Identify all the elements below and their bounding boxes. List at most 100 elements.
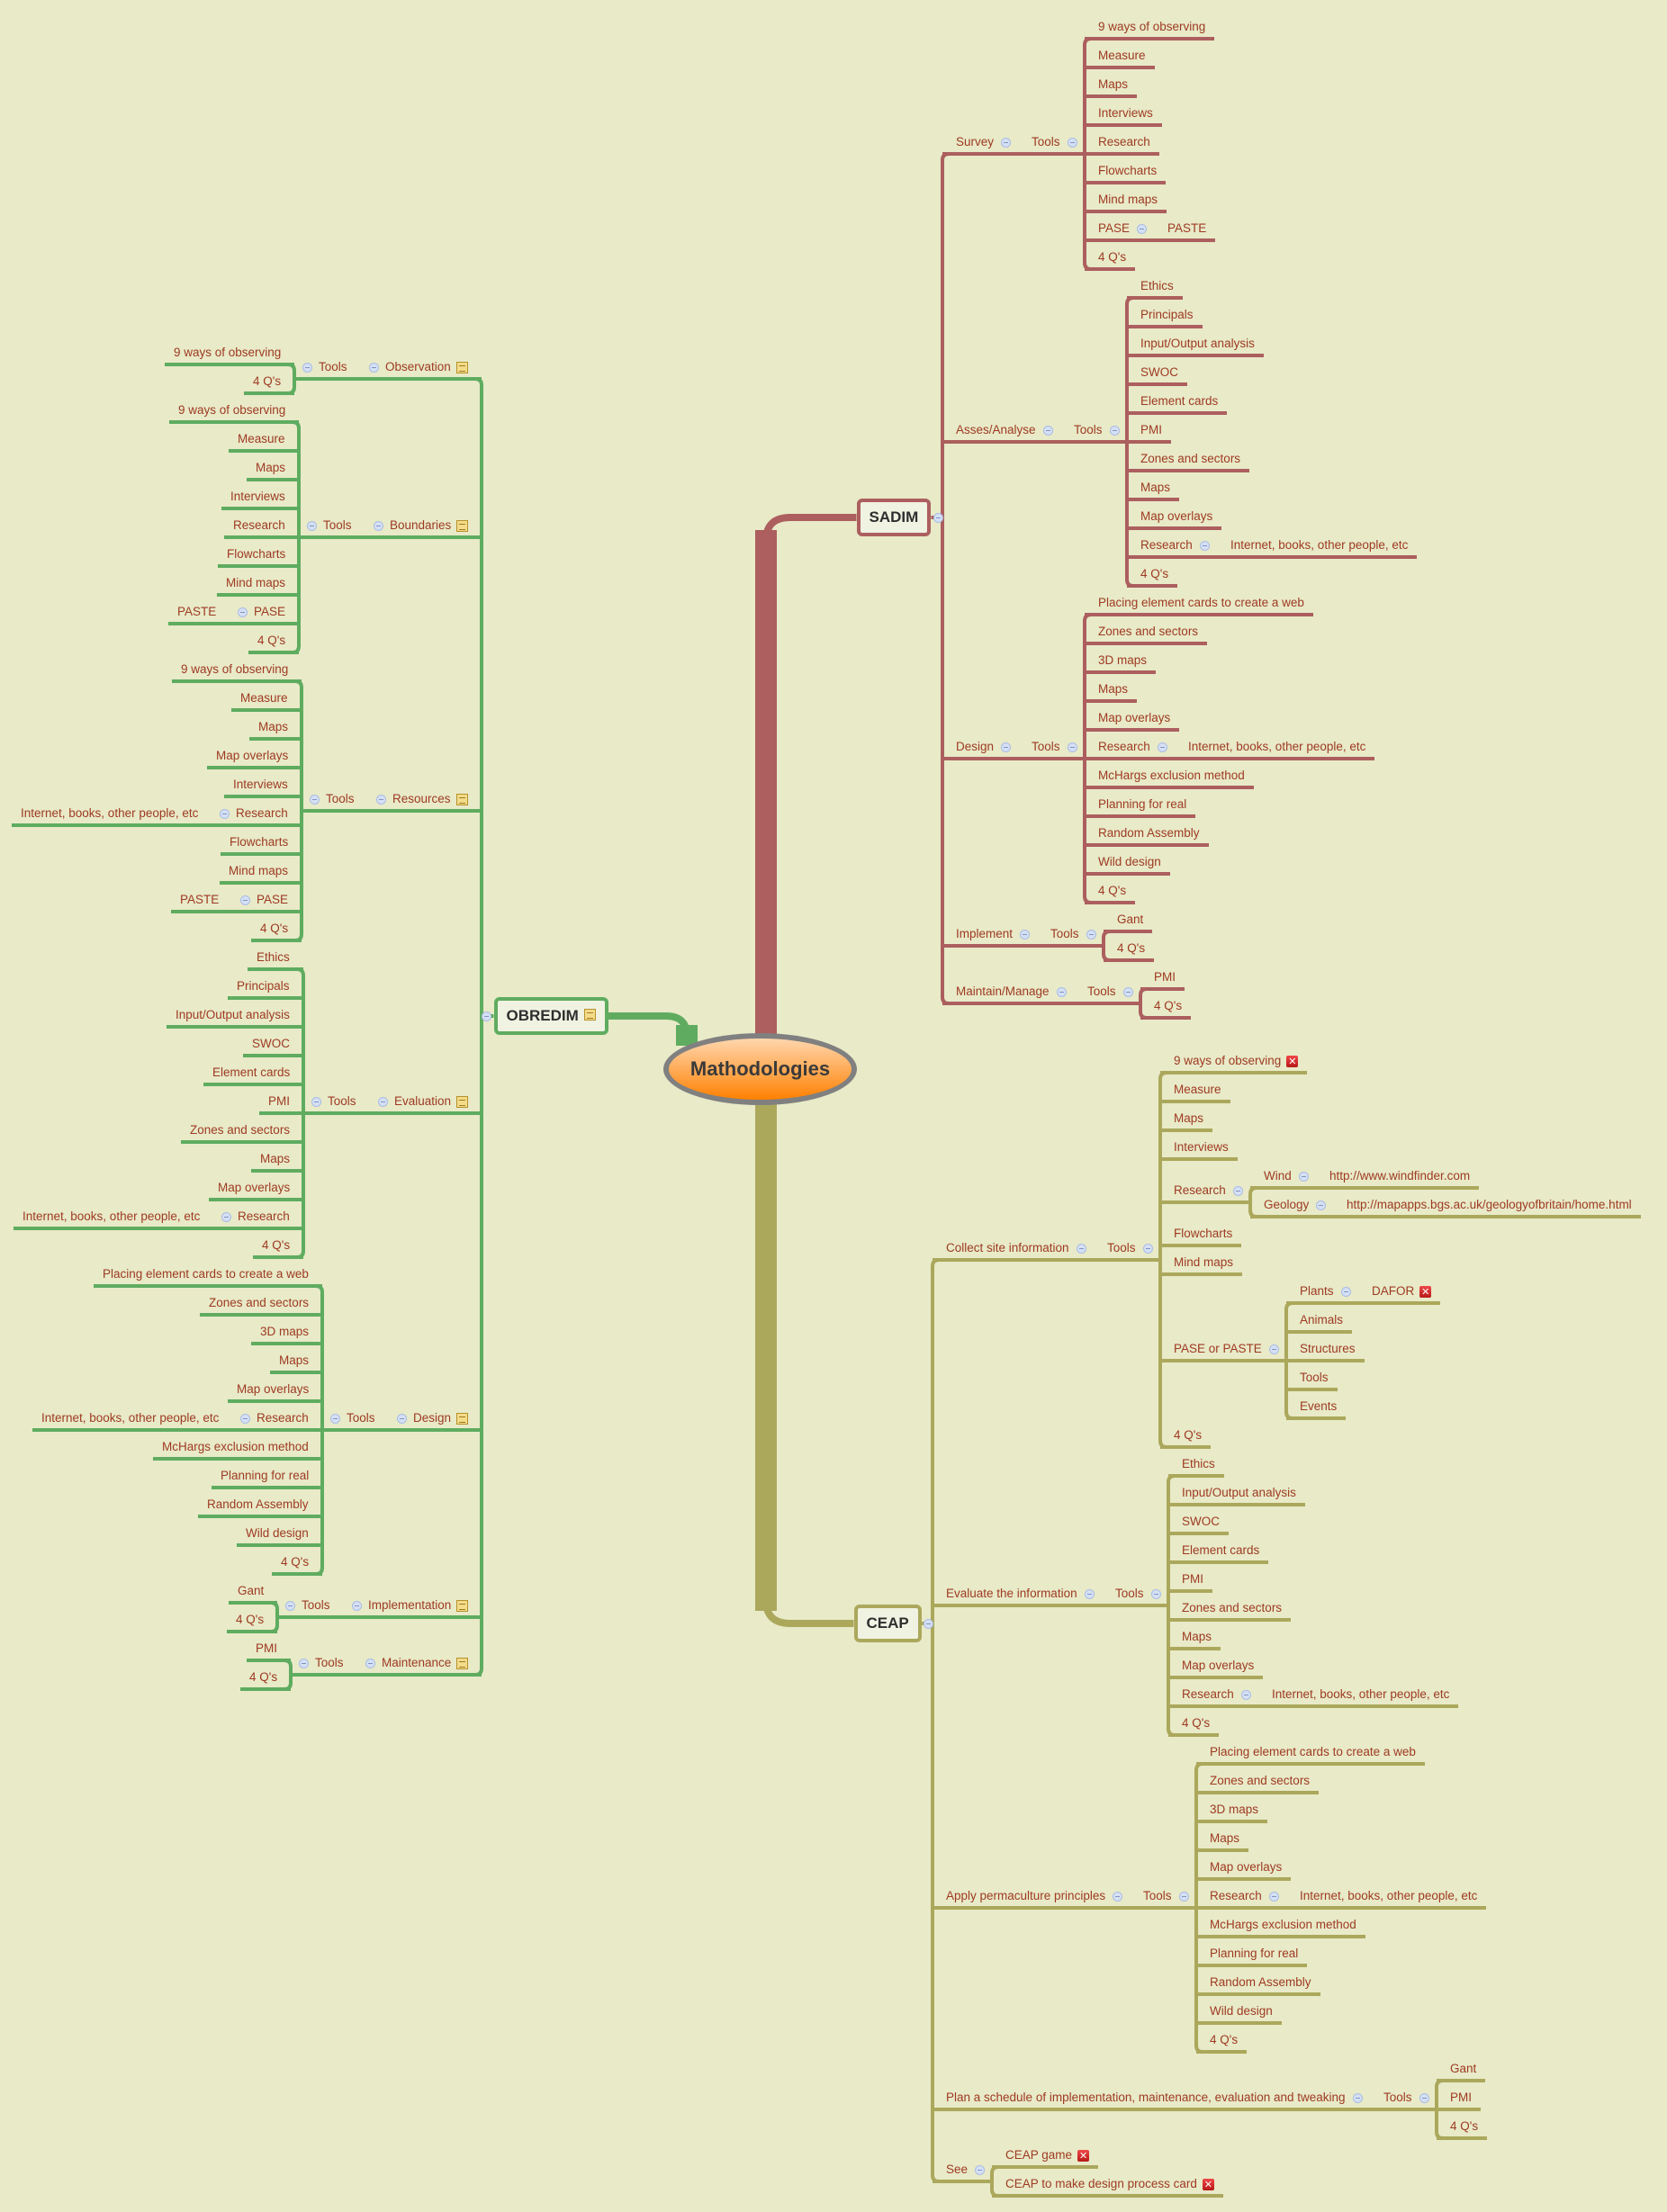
collapse-toggle-icon[interactable] bbox=[1112, 1891, 1122, 1902]
topic[interactable]: Tools bbox=[1032, 135, 1060, 149]
collapse-toggle-icon[interactable] bbox=[974, 2164, 985, 2175]
topic[interactable]: Maintenance bbox=[382, 1656, 469, 1670]
collapse-toggle-icon[interactable] bbox=[933, 512, 943, 523]
collapse-toggle-icon[interactable] bbox=[306, 520, 317, 531]
collapse-toggle-icon[interactable] bbox=[1076, 1243, 1086, 1254]
collapse-toggle-icon[interactable] bbox=[1000, 137, 1011, 148]
collapse-toggle-icon[interactable] bbox=[329, 1413, 340, 1424]
topic[interactable]: Map overlays bbox=[218, 1181, 290, 1195]
collapse-toggle-icon[interactable] bbox=[1109, 425, 1120, 436]
topic[interactable]: Research bbox=[1174, 1183, 1226, 1198]
topic[interactable]: 3D maps bbox=[260, 1325, 309, 1339]
topic[interactable]: Gant bbox=[238, 1584, 264, 1598]
topic[interactable]: Tools bbox=[1115, 1587, 1144, 1601]
topic[interactable]: Wind bbox=[1264, 1169, 1292, 1183]
topic[interactable]: Maintain/Manage bbox=[956, 985, 1050, 999]
topic[interactable]: Tools bbox=[1300, 1371, 1329, 1385]
topic[interactable]: 9 ways of observing bbox=[174, 346, 281, 360]
collapse-toggle-icon[interactable] bbox=[1136, 223, 1147, 234]
topic[interactable]: Internet, books, other people, etc bbox=[23, 1209, 200, 1224]
collapse-toggle-icon[interactable] bbox=[396, 1413, 407, 1424]
topic[interactable]: PASE bbox=[1098, 221, 1130, 236]
topic[interactable]: Input/Output analysis bbox=[176, 1008, 290, 1022]
topic[interactable]: McHargs exclusion method bbox=[162, 1440, 309, 1454]
topic[interactable]: Zones and sectors bbox=[190, 1123, 290, 1137]
topic[interactable]: Zones and sectors bbox=[1210, 1774, 1310, 1788]
topic[interactable]: Input/Output analysis bbox=[1140, 337, 1255, 351]
collapse-toggle-icon[interactable] bbox=[1315, 1200, 1326, 1210]
collapse-toggle-icon[interactable] bbox=[375, 794, 386, 805]
topic[interactable]: Map overlays bbox=[1140, 509, 1212, 524]
topic[interactable]: Ethics bbox=[1140, 279, 1174, 293]
collapse-toggle-icon[interactable] bbox=[1178, 1891, 1189, 1902]
topic[interactable]: Tools bbox=[315, 1656, 344, 1670]
topic[interactable]: Research bbox=[238, 1209, 290, 1224]
topic[interactable]: Interviews bbox=[233, 778, 288, 792]
topic[interactable]: Element cards bbox=[212, 1066, 290, 1080]
topic[interactable]: PMI bbox=[1450, 2091, 1472, 2105]
topic[interactable]: McHargs exclusion method bbox=[1098, 769, 1245, 783]
topic[interactable]: PMI bbox=[268, 1094, 290, 1109]
topic[interactable]: Research bbox=[233, 518, 285, 533]
topic[interactable]: Mind maps bbox=[229, 864, 288, 878]
topic[interactable]: Maps bbox=[1182, 1630, 1212, 1644]
topic[interactable]: Tools bbox=[302, 1598, 330, 1613]
topic[interactable]: Geology bbox=[1264, 1198, 1309, 1212]
topic[interactable]: Research bbox=[1210, 1889, 1262, 1903]
topic[interactable]: Animals bbox=[1300, 1313, 1343, 1327]
topic[interactable]: Observation bbox=[385, 360, 468, 374]
collapse-toggle-icon[interactable] bbox=[1000, 742, 1011, 752]
topic[interactable]: PMI bbox=[1154, 970, 1176, 985]
topic[interactable]: PMI bbox=[1182, 1572, 1203, 1587]
topic[interactable]: SWOC bbox=[252, 1037, 290, 1051]
topic[interactable]: 4 Q's bbox=[249, 1670, 277, 1685]
topic[interactable]: Random Assembly bbox=[1098, 826, 1200, 841]
topic[interactable]: Interviews bbox=[1174, 1140, 1229, 1155]
topic[interactable]: Placing element cards to create a web bbox=[1210, 1745, 1416, 1759]
topic[interactable]: 4 Q's bbox=[1450, 2119, 1478, 2134]
topic[interactable]: 4 Q's bbox=[1182, 1716, 1210, 1731]
topic[interactable]: McHargs exclusion method bbox=[1210, 1918, 1356, 1932]
topic[interactable]: Measure bbox=[1098, 49, 1146, 63]
collapse-toggle-icon[interactable] bbox=[1150, 1588, 1161, 1599]
topic[interactable]: Tools bbox=[1074, 423, 1103, 437]
collapse-toggle-icon[interactable] bbox=[1157, 742, 1167, 752]
central-topic[interactable]: Mathodologies bbox=[663, 1033, 857, 1105]
topic[interactable]: 9 ways of observing bbox=[181, 662, 288, 677]
collapse-toggle-icon[interactable] bbox=[1084, 1588, 1095, 1599]
topic[interactable]: Apply permaculture principles bbox=[946, 1889, 1105, 1903]
topic[interactable]: Map overlays bbox=[216, 749, 288, 763]
topic[interactable]: Tools bbox=[1143, 1889, 1172, 1903]
topic[interactable]: Tools bbox=[1032, 740, 1060, 754]
topic[interactable]: Tools bbox=[326, 792, 355, 806]
topic[interactable]: Placing element cards to create a web bbox=[103, 1267, 309, 1281]
topic[interactable]: Random Assembly bbox=[207, 1497, 309, 1512]
topic[interactable]: Planning for real bbox=[221, 1469, 309, 1483]
topic[interactable]: DAFOR✕ bbox=[1372, 1284, 1432, 1299]
topic[interactable]: Maps bbox=[1098, 77, 1128, 92]
topic[interactable]: 4 Q's bbox=[262, 1238, 290, 1253]
collapse-toggle-icon[interactable] bbox=[221, 1211, 231, 1222]
collapse-toggle-icon[interactable] bbox=[1019, 929, 1030, 940]
topic[interactable]: Gant bbox=[1117, 913, 1143, 927]
collapse-toggle-icon[interactable] bbox=[1067, 742, 1077, 752]
collapse-toggle-icon[interactable] bbox=[1419, 2092, 1429, 2103]
topic[interactable]: PASE bbox=[257, 893, 288, 907]
topic[interactable]: Resources bbox=[392, 792, 468, 806]
topic[interactable]: Design bbox=[413, 1411, 469, 1425]
topic[interactable]: Asses/Analyse bbox=[956, 423, 1036, 437]
topic[interactable]: Measure bbox=[1174, 1083, 1221, 1097]
topic[interactable]: Map overlays bbox=[1098, 711, 1170, 725]
topic[interactable]: Placing element cards to create a web bbox=[1098, 596, 1304, 610]
topic[interactable]: PASTE bbox=[1167, 221, 1206, 236]
topic[interactable]: 4 Q's bbox=[1098, 884, 1126, 898]
topic[interactable]: Flowcharts bbox=[1098, 164, 1157, 178]
topic[interactable]: 4 Q's bbox=[1174, 1428, 1202, 1443]
collapse-toggle-icon[interactable] bbox=[924, 1618, 933, 1629]
topic[interactable]: Survey bbox=[956, 135, 994, 149]
collapse-toggle-icon[interactable] bbox=[1298, 1171, 1309, 1182]
topic[interactable]: Implement bbox=[956, 927, 1013, 941]
topic[interactable]: Zones and sectors bbox=[1098, 625, 1198, 639]
topic[interactable]: Maps bbox=[1140, 481, 1170, 495]
topic[interactable]: Maps bbox=[260, 1152, 290, 1166]
